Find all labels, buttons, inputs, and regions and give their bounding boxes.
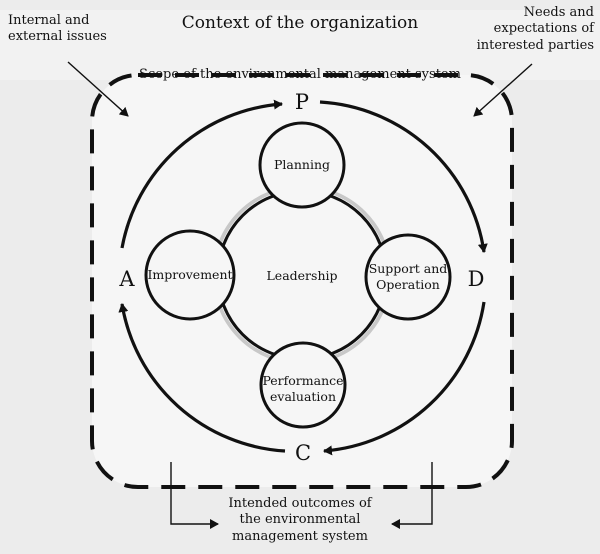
internal-issues-arrow bbox=[67, 61, 129, 117]
act-to-plan-arrow bbox=[120, 99, 283, 249]
do-to-check-arrow bbox=[323, 301, 486, 456]
support-circle bbox=[364, 233, 452, 321]
internal-issues-label: Internal and external issues bbox=[8, 13, 107, 45]
scope-label: Scope of the environmental management sy… bbox=[139, 67, 461, 82]
support-label: Support and Operation bbox=[368, 261, 448, 292]
pdca-d: D bbox=[467, 267, 485, 291]
performance-label: Performance evaluation bbox=[262, 373, 344, 404]
planning-circle bbox=[258, 121, 346, 209]
context-band bbox=[0, 10, 600, 80]
needs-arrow bbox=[473, 63, 533, 117]
plan-to-do-arrow bbox=[319, 100, 488, 253]
improvement-circle bbox=[144, 229, 236, 321]
outcomes-arrow-left bbox=[170, 462, 219, 529]
pdca-c: C bbox=[294, 441, 312, 465]
context-title: Context of the organization bbox=[181, 13, 419, 33]
performance-circle bbox=[259, 341, 347, 429]
outcomes-arrow-right bbox=[391, 462, 433, 529]
needs-expectations-label: Needs and expectations of interested par… bbox=[476, 5, 594, 53]
planning-label: Planning bbox=[273, 157, 330, 172]
outcomes-label: Intended outcomes of the environmental m… bbox=[228, 496, 372, 544]
improvement-label: Improvement bbox=[147, 267, 233, 282]
pdca-p: P bbox=[294, 90, 310, 114]
check-to-act-arrow bbox=[118, 303, 286, 453]
leadership-label: Leadership bbox=[266, 268, 338, 283]
pdca-a: A bbox=[119, 267, 135, 291]
